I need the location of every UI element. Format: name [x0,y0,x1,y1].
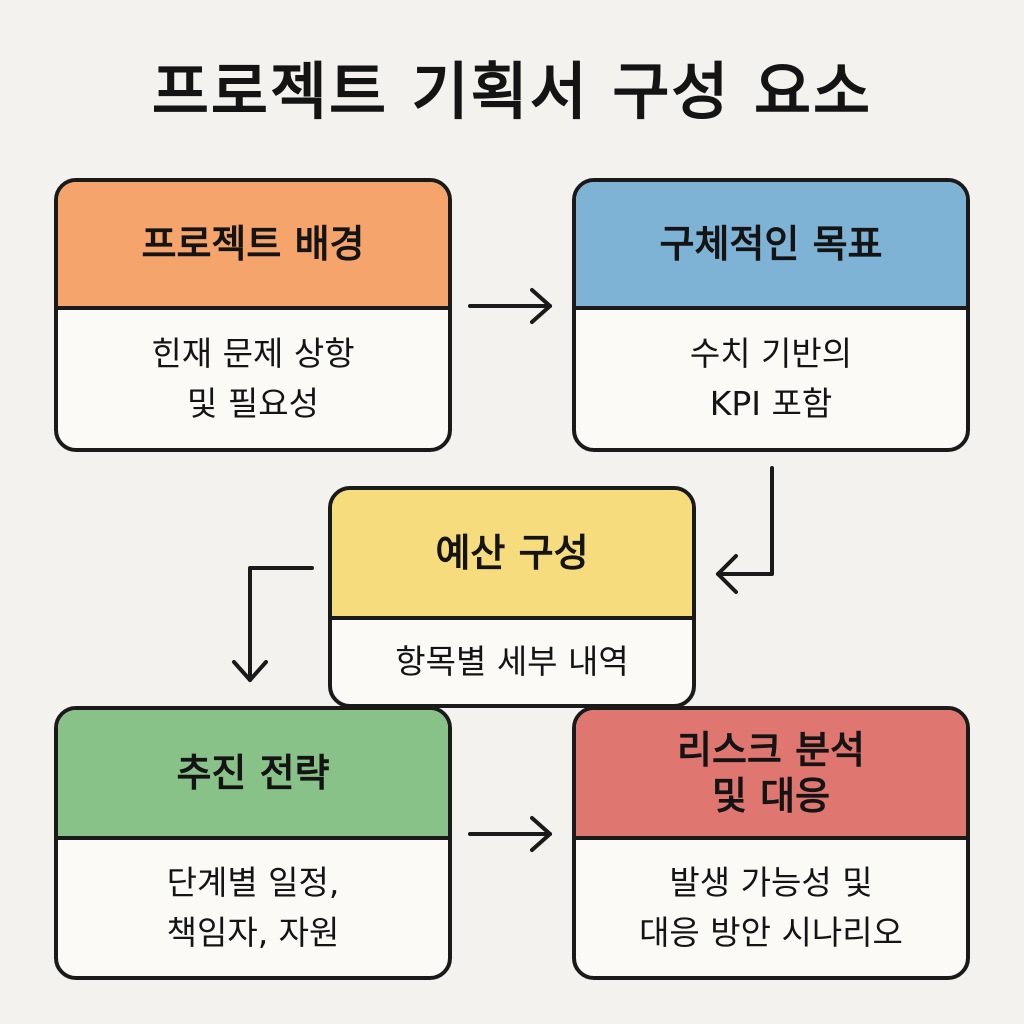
card-heading: 예산 구성 [332,490,692,620]
card-description: 단계별 일정, 책임자, 자원 [166,863,340,952]
card-description: 힌재 문제 상항 및 필요성 [151,334,355,423]
card-risk-analysis: 리스크 분석 및 대응 발생 가능성 및 대응 방안 시나리오 [572,706,970,980]
card-description: 수치 기반의 KPI 포함 [689,334,853,423]
card-heading: 프로젝트 배경 [58,182,448,310]
card-description: 발생 가능성 및 대응 방안 시나리오 [639,863,903,952]
card-budget: 예산 구성 항목별 세부 내역 [328,486,696,708]
card-strategy: 추진 전략 단계별 일정, 책임자, 자원 [54,706,452,980]
card-project-background: 프로젝트 배경 힌재 문제 상항 및 필요성 [54,178,452,452]
arrow-elbow-down-left-icon [716,466,774,594]
arrow-elbow-down-icon [232,566,314,682]
card-heading: 리스크 분석 및 대응 [576,710,966,840]
card-specific-goal: 구체적인 목표 수치 기반의 KPI 포함 [572,178,970,452]
diagram-title: 프로젝트 기획서 구성 요소 [151,55,873,128]
card-heading: 추진 전략 [58,710,448,840]
card-description: 항목별 세부 내역 [395,642,629,681]
arrow-right-icon [468,288,552,324]
arrow-right-icon [468,816,552,852]
card-heading: 구체적인 목표 [576,182,966,310]
